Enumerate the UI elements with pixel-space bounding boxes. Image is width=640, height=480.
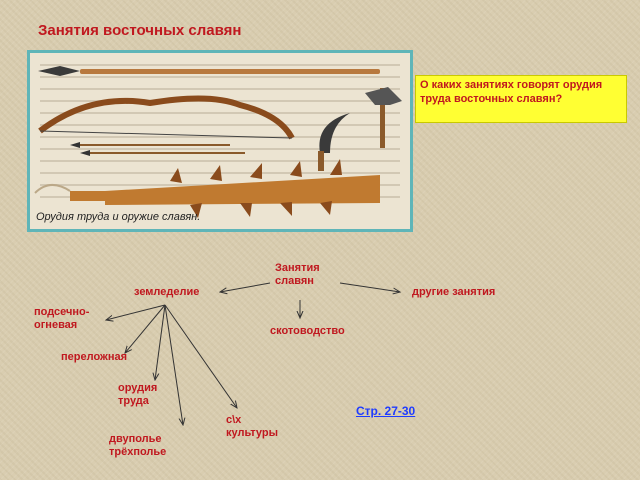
node-agriculture: земледелие (134, 286, 200, 298)
image-caption: Орудия труда и оружие славян. (36, 211, 201, 223)
node-crops: с\х культуры (226, 414, 279, 439)
spear-icon (38, 66, 380, 76)
page-link[interactable]: Стр. 27-30 (356, 404, 416, 418)
node-cattle: скотоводство (270, 325, 345, 337)
axe-icon (365, 87, 402, 148)
node-tools: орудия труда (118, 382, 158, 407)
arrow-root-other (339, 282, 400, 292)
tools-illustration: Орудия труда и оружие славян. (27, 50, 413, 232)
bow-icon (38, 95, 295, 140)
node-root: Занятия славян (275, 262, 320, 287)
node-fields: двуполье трёхполье (109, 433, 167, 458)
node-slash-burn: подсечно-огневая (34, 306, 90, 331)
arrow-agri-crops (164, 304, 237, 408)
arrow-agri-slash (106, 304, 166, 320)
arrow-icon (70, 142, 245, 156)
question-box: О каких занятиях говорят орудия труда во… (415, 75, 627, 123)
club-icon (34, 159, 380, 218)
node-shifting: переложная (61, 351, 127, 363)
arrow-agri-tools (155, 304, 166, 380)
slide-title: Занятия восточных славян (38, 22, 242, 39)
arrow-root-agriculture (220, 282, 271, 292)
sickle-icon (318, 113, 350, 171)
node-other: другие занятия (412, 286, 496, 298)
arrow-agri-shifting (125, 304, 166, 353)
arrow-agri-fields (164, 304, 183, 425)
